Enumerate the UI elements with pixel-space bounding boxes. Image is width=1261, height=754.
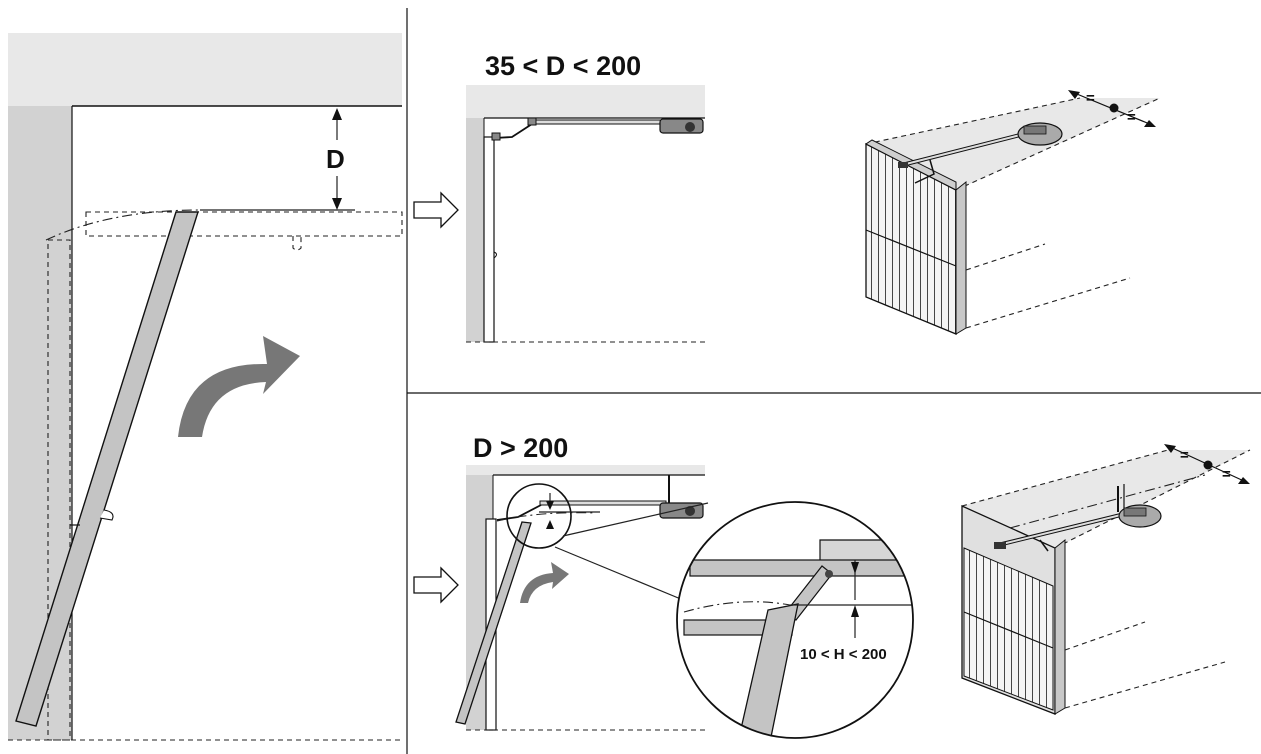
rotation-arrow-left [178, 336, 300, 437]
d-dimension-label: D [326, 144, 345, 174]
door-panel-left [15, 211, 199, 727]
top-side-view: 35 < D < 200 [466, 51, 705, 343]
rotation-arrow-bottom [520, 562, 569, 603]
equal-mark-top-2: = [1127, 109, 1136, 126]
equal-mark-top-1: = [1086, 90, 1095, 107]
outline-arrow-top [413, 191, 459, 229]
outline-arrow-bottom [413, 566, 459, 604]
left-ceiling [8, 33, 402, 106]
left-side-view: D [8, 33, 403, 741]
bottom-condition-label: D > 200 [473, 433, 568, 463]
bottom-side-view: D > 200 [455, 433, 709, 731]
detail-lens: 10 < H < 200 [676, 501, 914, 739]
top-condition-label: 35 < D < 200 [485, 51, 641, 81]
bottom-isometric-view: = = [961, 444, 1251, 715]
equal-mark-bottom-1: = [1180, 447, 1189, 464]
h-condition-label: 10 < H < 200 [800, 646, 887, 663]
equal-mark-bottom-2: = [1222, 466, 1231, 483]
top-isometric-view: = = [865, 90, 1161, 335]
